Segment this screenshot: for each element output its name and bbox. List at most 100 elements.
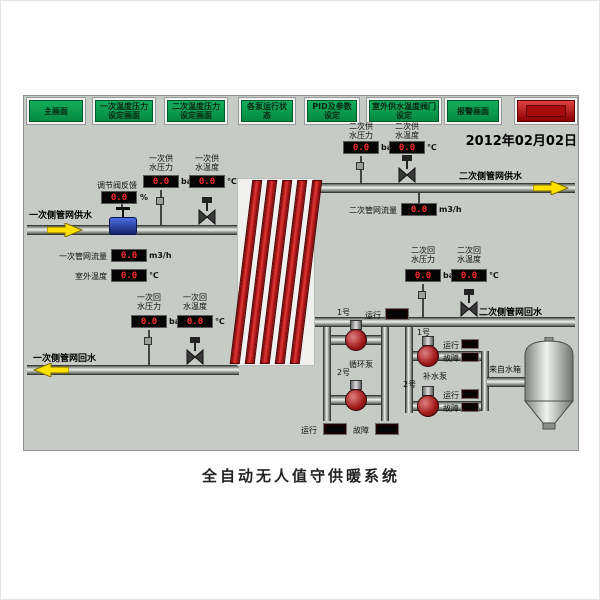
makeup-pump-2 [415, 386, 441, 418]
secondary-flow-display: 0.0 [401, 203, 437, 216]
flow-arrow-left-icon [33, 363, 69, 377]
secondary-supply-pipe [313, 183, 575, 193]
secondary-supply-temp-display: 0.0 [389, 141, 425, 154]
temperature-control-valve-icon [460, 289, 478, 317]
nav-button-primary-setting[interactable]: 一次温度压力设定画面 [95, 100, 153, 122]
primary-return-pipe [27, 365, 239, 375]
primary-supply-pipe-label: 一次侧管网供水 [29, 211, 93, 221]
pressure-sensor-icon [144, 337, 152, 345]
makeup-group-label: 补水泵 [423, 372, 447, 381]
valve-stem-icon [122, 210, 124, 218]
nav-button-main[interactable]: 主画面 [29, 100, 83, 122]
makeup-branch2-pipe [413, 401, 489, 411]
primary-supply-pressure-unit: bar [181, 177, 196, 186]
date-display: 2012年02月02日 [465, 134, 577, 149]
pump-body-icon [417, 345, 439, 367]
flow-arrow-right-icon [533, 181, 569, 195]
valve-feedback-unit: % [140, 193, 149, 202]
secondary-supply-pressure-label: 二次供水压力 [349, 122, 373, 140]
pressure-sensor-icon [422, 284, 424, 317]
circulation-pump-2-label: 2号 [337, 368, 351, 377]
valve-feedback-label: 调节阀反馈 [97, 181, 137, 190]
makeup-pump-2-fault-indicator [461, 402, 479, 412]
primary-return-pressure-label: 一次回水压力 [137, 293, 161, 311]
primary-supply-temp-label: 一次供水温度 [195, 154, 219, 172]
makeup-pump-1-fault-label: 故障 [443, 354, 459, 363]
secondary-supply-pressure-unit: bar [381, 143, 396, 152]
tank-supply-pipe [487, 377, 529, 387]
makeup-pump-2-run-label: 运行 [443, 391, 459, 400]
primary-return-pressure-display: 0.0 [131, 315, 167, 328]
pressure-sensor-icon [418, 291, 426, 299]
secondary-return-pipe [313, 317, 575, 327]
pump-body-icon [345, 389, 367, 411]
nav-button-pump-status[interactable]: 各泵运行状态 [241, 100, 293, 122]
secondary-supply-temp-unit: ℃ [427, 143, 437, 152]
secondary-return-pipe-label: 二次侧管网回水 [479, 308, 543, 318]
nav-button-pid-setting[interactable]: PID及参数设定 [307, 100, 357, 122]
secondary-supply-pipe-label: 二次侧管网供水 [459, 172, 523, 182]
nav-button-secondary-setting[interactable]: 二次温度压力设定画面 [167, 100, 225, 122]
circulation-header-left-pipe [323, 327, 331, 421]
primary-supply-temp-display: 0.0 [189, 175, 225, 188]
circulation-pump-1 [343, 320, 369, 352]
secondary-return-temp-unit: ℃ [489, 271, 499, 280]
pressure-sensor-icon [148, 330, 150, 365]
temperature-control-valve-icon [186, 337, 204, 365]
pressure-sensor-icon [160, 190, 162, 225]
secondary-flow-unit: m3/h [439, 205, 462, 214]
makeup-pump-1-label: 1号 [417, 328, 431, 337]
circulation-group-label: 循环泵 [349, 360, 373, 369]
circulation-fault-label: 故障 [353, 426, 369, 435]
outdoor-temp-label: 室外温度 [75, 272, 107, 281]
outdoor-temp-display: 0.0 [111, 269, 147, 282]
outdoor-temp-unit: ℃ [149, 271, 159, 280]
makeup-pump-1-fault-indicator [461, 352, 479, 362]
makeup-header-left-pipe [405, 327, 413, 413]
from-tank-label: 来自水箱 [489, 365, 521, 374]
pressure-sensor-icon [356, 162, 364, 170]
temperature-control-valve-icon [398, 155, 416, 183]
circulation-header-right-pipe [381, 327, 389, 421]
secondary-return-pressure-label: 二次回水压力 [411, 246, 435, 264]
secondary-supply-pressure-display: 0.0 [343, 141, 379, 154]
circulation-pump-1-run-indicator [385, 308, 409, 320]
primary-return-pipe-label: 一次侧管网回水 [33, 354, 97, 364]
valve-handle-icon [116, 207, 130, 210]
secondary-return-temp-label: 二次回水温度 [457, 246, 481, 264]
nav-button-valve-setting[interactable]: 室外供水温度阀门设定 [369, 100, 439, 122]
secondary-return-pressure-display: 0.0 [405, 269, 441, 282]
makeup-pump-1-run-label: 运行 [443, 341, 459, 350]
makeup-pump-2-label: 2号 [403, 380, 417, 389]
alarm-indicator-button[interactable] [517, 100, 575, 122]
pump-body-icon [417, 395, 439, 417]
secondary-return-pressure-unit: bar [443, 271, 458, 280]
circulation-fault-indicator [375, 423, 399, 435]
primary-return-pressure-unit: bar [169, 317, 184, 326]
circulation-pump-1-run-label: 运行 [365, 311, 381, 320]
primary-supply-pressure-display: 0.0 [143, 175, 179, 188]
secondary-flow-label: 二次管网流量 [349, 206, 397, 215]
regulating-valve-icon [109, 207, 137, 235]
circulation-pump-2 [343, 380, 369, 412]
connector-line [418, 193, 420, 203]
circulation-pump-1-label: 1号 [337, 308, 351, 317]
circulation-run-indicator [323, 423, 347, 435]
valve-feedback-display: 0.0 [101, 191, 137, 204]
nav-button-alarm[interactable]: 报警画面 [447, 100, 499, 122]
temperature-control-valve-icon [198, 197, 216, 225]
secondary-supply-temp-label: 二次供水温度 [395, 122, 419, 140]
primary-supply-pressure-label: 一次供水压力 [149, 154, 173, 172]
makeup-pump-2-fault-label: 故障 [443, 404, 459, 413]
circulation-run-label: 运行 [301, 426, 317, 435]
water-tank [523, 337, 575, 430]
makeup-branch1-pipe [413, 351, 489, 361]
primary-return-temp-display: 0.0 [177, 315, 213, 328]
primary-flow-unit: m3/h [149, 251, 172, 260]
makeup-pump-2-run-indicator [461, 389, 479, 399]
primary-flow-display: 0.0 [111, 249, 147, 262]
primary-supply-temp-unit: ℃ [227, 177, 237, 186]
makeup-pump-1-run-indicator [461, 339, 479, 349]
secondary-return-temp-display: 0.0 [451, 269, 487, 282]
